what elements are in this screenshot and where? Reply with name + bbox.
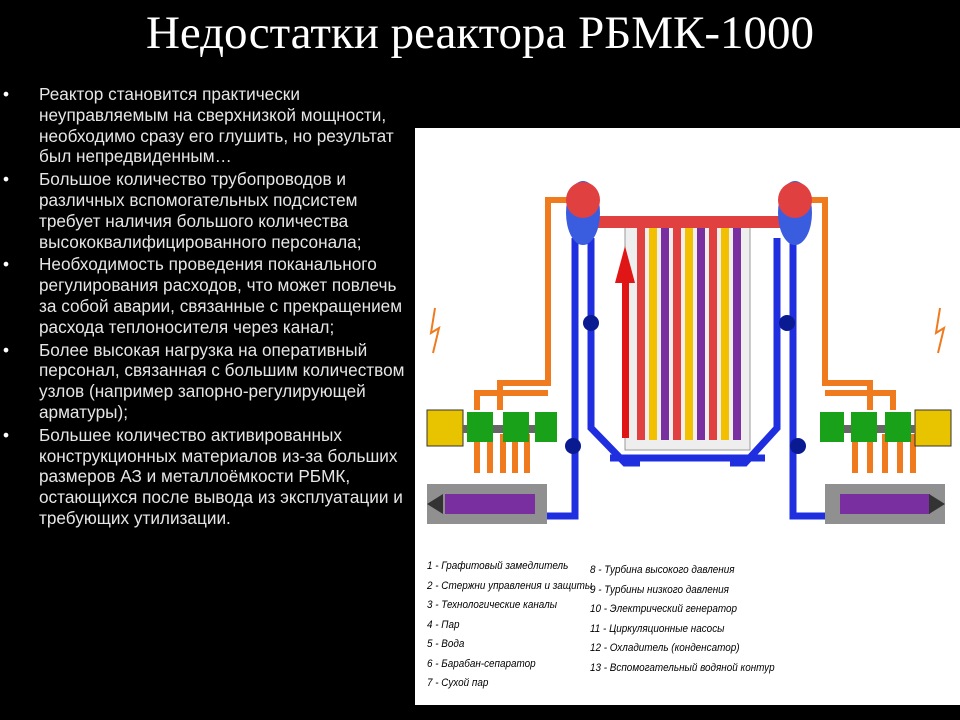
- drum-separators: [566, 181, 812, 245]
- legend-item: 11 - Циркуляционные насосы: [590, 622, 725, 635]
- bullet-item: • Необходимость проведения поканального р…: [0, 254, 410, 337]
- circulation-pumps: [565, 315, 806, 454]
- bullet-dot: •: [3, 254, 10, 275]
- bullet-dot: •: [3, 424, 10, 445]
- legend-item: 3 - Технологические каналы: [427, 599, 558, 611]
- legend-right: 8 - Турбина высокого давления 9 - Турбин…: [590, 564, 795, 681]
- bullet-text: Большое количество трубопроводов и разли…: [39, 169, 362, 252]
- legend-item: 13 - Вспомогательный водяной контур: [590, 661, 775, 674]
- legend-item: 6 - Барабан-сепаратор: [427, 657, 536, 670]
- slide-title: Недостатки реактора РБМК-1000: [145, 7, 815, 59]
- bullet-item: • Большее количество активированных конст…: [0, 425, 410, 529]
- bullet-dot: •: [3, 339, 10, 360]
- bullet-dot: •: [3, 84, 10, 104]
- legend-item: 10 - Электрический генератор: [590, 603, 738, 615]
- legend-item: 4 - Пар: [427, 618, 460, 631]
- bullet-item: • Реактор становится практически неуправл…: [0, 84, 410, 167]
- red-up-arrow: [615, 246, 635, 438]
- reactor-core: [595, 216, 785, 451]
- legend-item: 1 - Графитовый замедлитель: [427, 560, 569, 572]
- condensers: [427, 484, 945, 524]
- legend-item: 8 - Турбина высокого давления: [590, 564, 735, 576]
- bullet-item: • Более высокая нагрузка на оперативный п…: [0, 340, 410, 423]
- legend-item: 5 - Вода: [427, 638, 465, 650]
- legend-item: 12 - Охладитель (конденсатор): [590, 642, 740, 654]
- legend-item: 9 - Турбины низкого давления: [590, 583, 729, 596]
- lightning-icons: [429, 307, 946, 354]
- legend-item: 7 - Сухой пар: [427, 677, 489, 689]
- bullet-text: Более высокая нагрузка на оперативный пе…: [39, 339, 405, 422]
- bullet-list: • Реактор становится практически неуправл…: [0, 84, 410, 531]
- turbines-right: [820, 409, 952, 447]
- steam-pipes: [474, 197, 916, 473]
- bullet-item: • Большое количество трубопроводов и разл…: [0, 169, 410, 252]
- legend-left: 1 - Графитовый замедлитель 2 - Стержни у…: [427, 560, 611, 697]
- bullet-text: Необходимость проведения поканального ре…: [39, 254, 403, 337]
- reactor-diagram: 1 - Графитовый замедлитель 2 - Стержни у…: [415, 128, 960, 705]
- reactor-scheme: [426, 181, 952, 524]
- water-pipes: [535, 238, 835, 520]
- bullet-dot: •: [3, 169, 10, 190]
- bullet-text: Большее количество активированных констр…: [39, 424, 403, 528]
- bullet-text: Реактор становится практически неуправля…: [39, 84, 394, 167]
- turbines-left: [426, 409, 557, 447]
- legend-item: 2 - Стержни управления и защиты: [427, 579, 593, 592]
